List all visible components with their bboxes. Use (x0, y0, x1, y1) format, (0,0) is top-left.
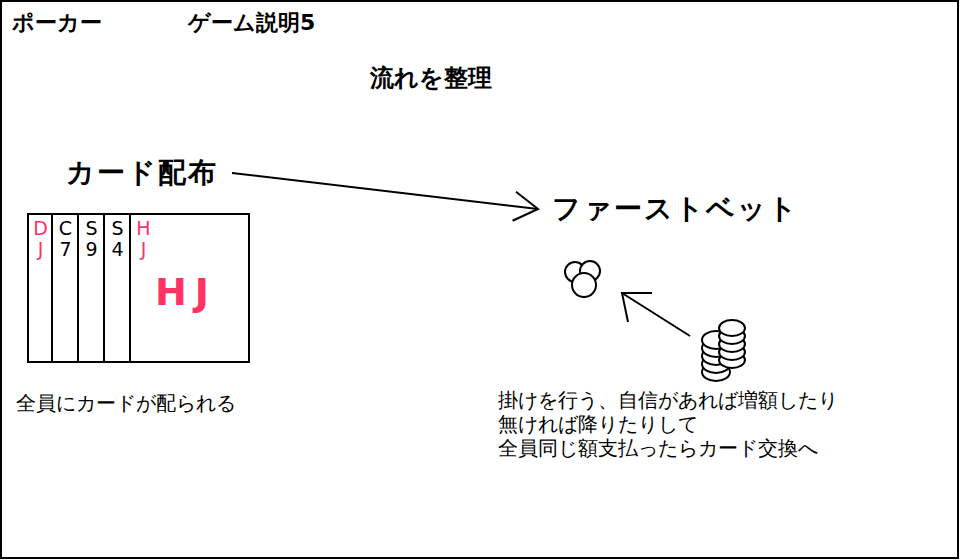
card-index: S9 (82, 218, 101, 260)
step-text: カード配布 (62, 152, 222, 194)
step-heading: ファーストベット (548, 188, 803, 230)
caption-note: 全員にカードが配られる (16, 390, 236, 417)
step-heading: カード配布 (62, 152, 222, 194)
chips (565, 261, 600, 297)
note: 掛けを行う、自信があれば増額したり 無ければ降りたりして 全員同じ額支払ったらカ… (498, 388, 938, 460)
title: ポーカー (12, 8, 102, 38)
card-face: HJ (155, 270, 217, 314)
card-index: C7 (56, 218, 75, 260)
chip-stack (702, 320, 745, 381)
bet-arrow (622, 293, 690, 336)
flow-arrow (232, 173, 538, 221)
section-heading: 流れを整理 (370, 62, 492, 94)
subtitle: ゲーム説明5 (188, 8, 315, 38)
step-text: ファーストベット (548, 188, 803, 230)
card-index: S4 (108, 218, 127, 260)
card-index: HJ (134, 218, 153, 260)
card-hand (28, 214, 249, 362)
card-index: DJ (31, 218, 50, 260)
